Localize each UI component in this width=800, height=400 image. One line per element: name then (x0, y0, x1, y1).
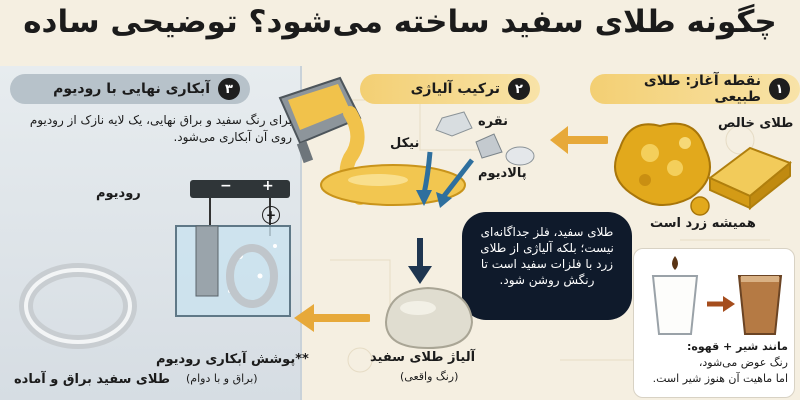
analogy-line3: اما ماهیت آن هنوز شیر است. (652, 372, 788, 385)
nickel-icon (475, 133, 503, 159)
gold-bar-icon (708, 146, 792, 211)
step1-number: ۱ (769, 78, 790, 100)
plating-sub-label: (براق و با دوام) (186, 372, 258, 385)
battery-icon (190, 180, 290, 198)
info-bubble: طلای سفید، فلز جداگانه‌ای نیست؛ بلکه آلی… (462, 212, 632, 320)
minus-sign: − (220, 178, 232, 194)
step1-label: نقطه آغاز: طلای طبیعی (643, 73, 761, 105)
page-title: چگونه طلای سفید ساخته می‌شود؟ توضیحی ساد… (23, 4, 777, 40)
rhodium-label: رودیوم (96, 186, 141, 201)
nickel-label: نیکل (390, 136, 420, 151)
crucible-icon (278, 76, 362, 164)
step1-header: ۱ نقطه آغاز: طلای طبیعی (590, 73, 800, 105)
arrow-step1-to-step2 (550, 126, 608, 154)
milk-coffee-illustration (651, 256, 783, 335)
step3-label: آبکاری نهایی با رودیوم (53, 81, 210, 97)
white-gold-ring-icon (19, 263, 137, 349)
analogy-line2: رنگ عوض می‌شود، (698, 356, 788, 369)
ring-label: طلای سفید براق و آماده (14, 372, 170, 387)
step2-header: ۲ ترکیب آلیاژی (360, 74, 540, 104)
step3-number: ۳ (218, 78, 240, 100)
palladium-label: پالادیوم (478, 166, 527, 181)
palladium-icon (505, 146, 535, 166)
milk-glass-icon (651, 256, 699, 335)
arrow-to-alloy (408, 238, 432, 284)
alloy-label: آلیاژ طلای سفید (370, 350, 476, 365)
plus-sign: + (262, 178, 274, 194)
mix-arrows (416, 151, 474, 208)
plating-label: **پوشش آبکاری رودیوم (156, 352, 309, 367)
gold-illustration (614, 122, 792, 216)
silver-label: نقره (478, 114, 508, 129)
pure-gold-label: طلای خالص (718, 116, 794, 131)
always-yellow-label: همیشه زرد است (650, 216, 756, 231)
ring-in-tank-icon (226, 244, 278, 308)
crucible-illustration (278, 76, 367, 205)
plating-tank-illustration (175, 180, 291, 317)
plus-terminal-icon: + (262, 206, 280, 224)
white-metals (435, 111, 535, 166)
step3-header: ۳ آبکاری نهایی با رودیوم (10, 74, 250, 104)
step3-description: برای رنگ سفید و براق نهایی، یک لایه نازک… (29, 113, 292, 144)
white-gold-alloy-icon (384, 286, 474, 350)
coffee-glass-icon (737, 275, 783, 335)
silver-icon (435, 111, 473, 137)
arrow-to-plating (294, 304, 370, 332)
gold-nugget-icon (614, 122, 711, 206)
step2-number: ۲ (508, 78, 530, 100)
alloy-sub-label: (رنگ واقعی) (400, 370, 459, 383)
analogy-line1: مانند شیر + قهوه: (686, 340, 788, 353)
step2-label: ترکیب آلیاژی (410, 81, 500, 97)
